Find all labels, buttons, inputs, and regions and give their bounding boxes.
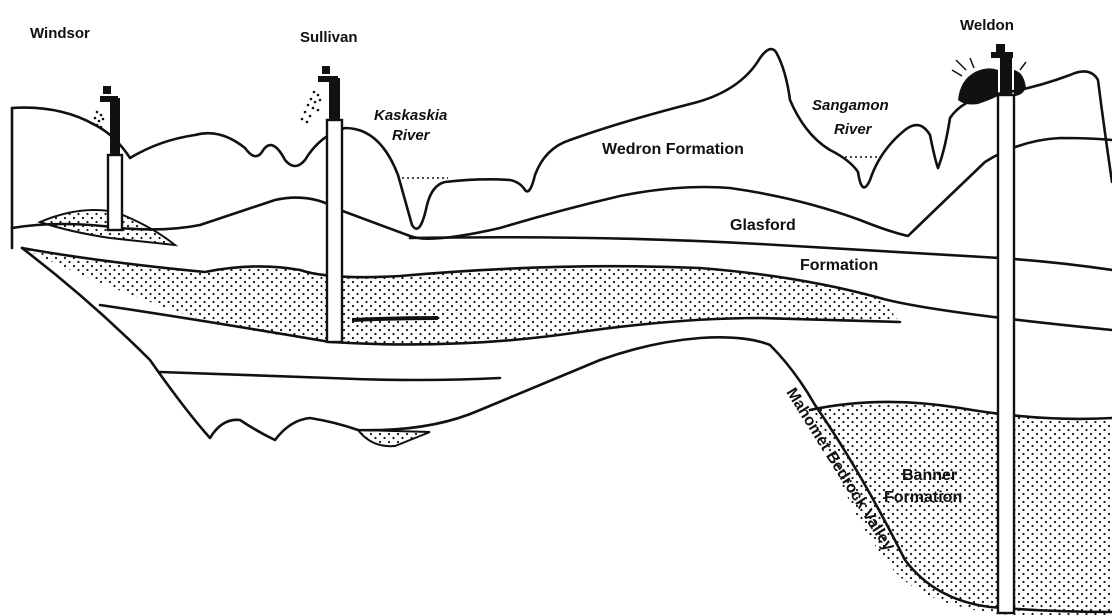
banner-formation-label-line2: Formation <box>884 489 962 506</box>
glasford-formation-label-line1: Glasford <box>730 217 796 234</box>
weldon-spray <box>958 68 998 104</box>
weldon-label: Weldon <box>960 17 1014 34</box>
bedrock-inner-line <box>160 372 500 380</box>
banner-formation-label-line1: Banner <box>902 467 957 484</box>
weldon-spray-right <box>1014 70 1026 96</box>
glasford-sand-layer <box>22 248 900 344</box>
kaskaskia-river-label-line1: Kaskaskia <box>374 107 447 124</box>
sangamon-river-label-line2: River <box>834 121 873 138</box>
kaskaskia-river-label-line2: River <box>392 127 431 144</box>
sangamon-river-label-line1: Sangamon <box>812 97 889 114</box>
sullivan-label: Sullivan <box>300 29 358 46</box>
windsor-well <box>93 86 122 230</box>
wedron-formation-label: Wedron Formation <box>602 141 744 158</box>
bedrock-sand-pocket <box>358 430 430 446</box>
ground-surface-line <box>12 49 1112 229</box>
sullivan-lens <box>352 318 438 320</box>
glasford-formation-label-line2: Formation <box>800 257 878 274</box>
wedron-base-line <box>12 138 1112 239</box>
windsor-label: Windsor <box>30 25 90 42</box>
